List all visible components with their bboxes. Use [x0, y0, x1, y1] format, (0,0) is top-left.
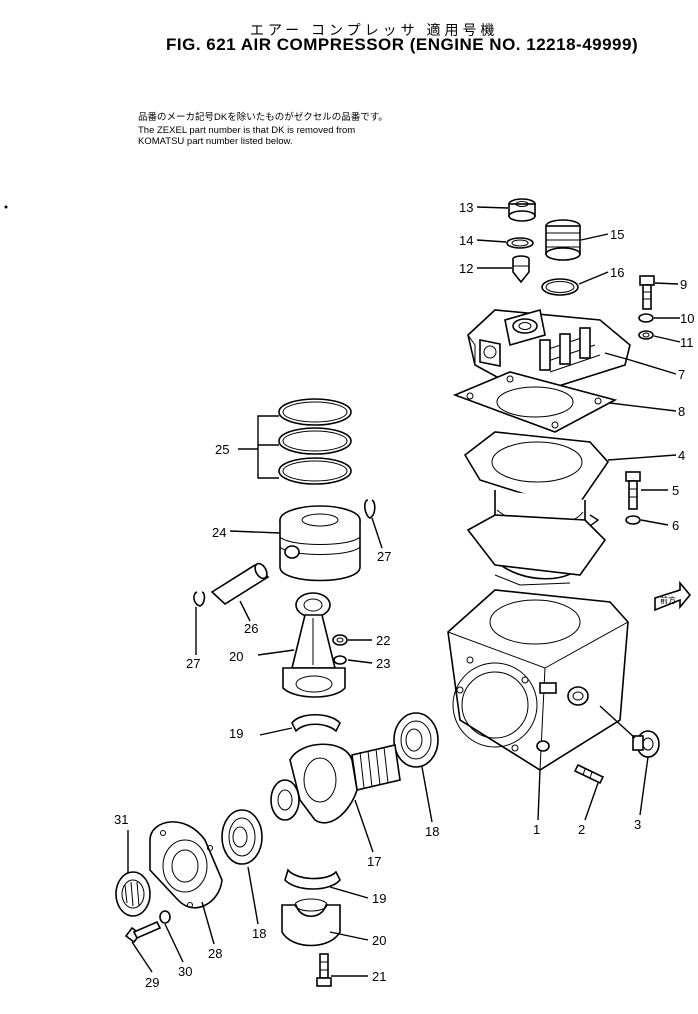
callout-27-left: 27 [186, 656, 200, 671]
part-26-piston-pin [210, 562, 270, 606]
callout-12: 12 [459, 261, 473, 276]
part-29-bolt [124, 920, 162, 944]
callout-18-left: 18 [252, 926, 266, 941]
part-30-washer [159, 910, 171, 924]
callout-17: 17 [367, 854, 381, 869]
callout-10: 10 [680, 311, 694, 326]
part-20-connecting-rod [282, 592, 346, 698]
front-direction-label: 前方 [660, 595, 676, 605]
note-line-1: The ZEXEL part number is that DK is remo… [138, 125, 356, 136]
figure-title-japanese: エアー コンプレッサ 適用号機 [250, 22, 499, 38]
part-12-valve [512, 255, 530, 284]
part-18-bearing-left [221, 809, 263, 865]
callout-2: 2 [578, 822, 585, 837]
part-23-washer [333, 655, 347, 665]
part-27-snap-ring-right [364, 499, 376, 519]
part-13-plug [508, 198, 536, 222]
note-line-2: KOMATSU part number listed below. [138, 136, 293, 147]
part-4-cylinder [463, 431, 610, 586]
part-19-bearing-upper [291, 713, 341, 733]
callout-11: 11 [680, 335, 694, 350]
callout-16: 16 [610, 265, 624, 280]
part-8-head-gasket [452, 371, 618, 433]
callout-19-upper: 19 [229, 726, 243, 741]
callout-24: 24 [212, 525, 226, 540]
part-15-fitting [545, 219, 581, 261]
part-20-rod-cap [281, 898, 341, 947]
callout-18-right: 18 [425, 824, 439, 839]
callout-27-right: 27 [377, 549, 391, 564]
part-24-piston [279, 505, 361, 582]
part-21-bolt [316, 953, 332, 987]
callout-22: 22 [376, 633, 390, 648]
callout-31: 31 [114, 812, 128, 827]
callout-7: 7 [678, 367, 685, 382]
callout-29: 29 [145, 975, 159, 990]
callout-14: 14 [459, 233, 473, 248]
leader-lines [127, 206, 681, 977]
callout-21: 21 [372, 969, 386, 984]
part-28-cover [149, 821, 223, 909]
callout-20-upper: 20 [229, 649, 243, 664]
part-31-oil-seal [115, 871, 151, 917]
front-direction-tag: 前方 [654, 580, 692, 612]
part-11-washer [638, 330, 654, 340]
callout-13: 13 [459, 200, 473, 215]
part-9-bolt [639, 275, 655, 310]
callout-9: 9 [680, 277, 687, 292]
callout-labels: 13 14 12 15 16 9 10 11 7 8 4 5 6 1 2 3 1… [114, 200, 694, 990]
callout-30: 30 [178, 964, 192, 979]
figure-title: FIG. 621 AIR COMPRESSOR (ENGINE NO. 1221… [166, 35, 639, 54]
part-2-stud [573, 763, 605, 785]
part-17-crankshaft [270, 743, 401, 824]
callout-20-lower: 20 [372, 933, 386, 948]
stray-dot [4, 205, 8, 209]
callout-23: 23 [376, 656, 390, 671]
part-22-nut [332, 634, 348, 646]
part-25-piston-rings [278, 398, 352, 485]
callout-28: 28 [208, 946, 222, 961]
callout-15: 15 [610, 227, 624, 242]
part-5-bolt [625, 471, 641, 510]
part-27-snap-ring-left [193, 591, 206, 607]
part-6-washer [625, 515, 641, 525]
callout-19-lower: 19 [372, 891, 386, 906]
part-19-bearing-lower [284, 868, 341, 890]
part-1-crankcase [447, 589, 629, 771]
callout-8: 8 [678, 404, 685, 419]
callout-1: 1 [533, 822, 540, 837]
callout-26: 26 [244, 621, 258, 636]
callout-25: 25 [215, 442, 229, 457]
callout-3: 3 [634, 817, 641, 832]
callout-5: 5 [672, 483, 679, 498]
callout-4: 4 [678, 448, 685, 463]
callout-6: 6 [672, 518, 679, 533]
note-japanese: 品番のメーカ記号DKを除いたものがゼクセルの品番です。 [138, 112, 388, 123]
part-10-washer [638, 313, 654, 323]
part-18-bearing-right [393, 712, 439, 768]
part-3-plug [632, 730, 660, 758]
